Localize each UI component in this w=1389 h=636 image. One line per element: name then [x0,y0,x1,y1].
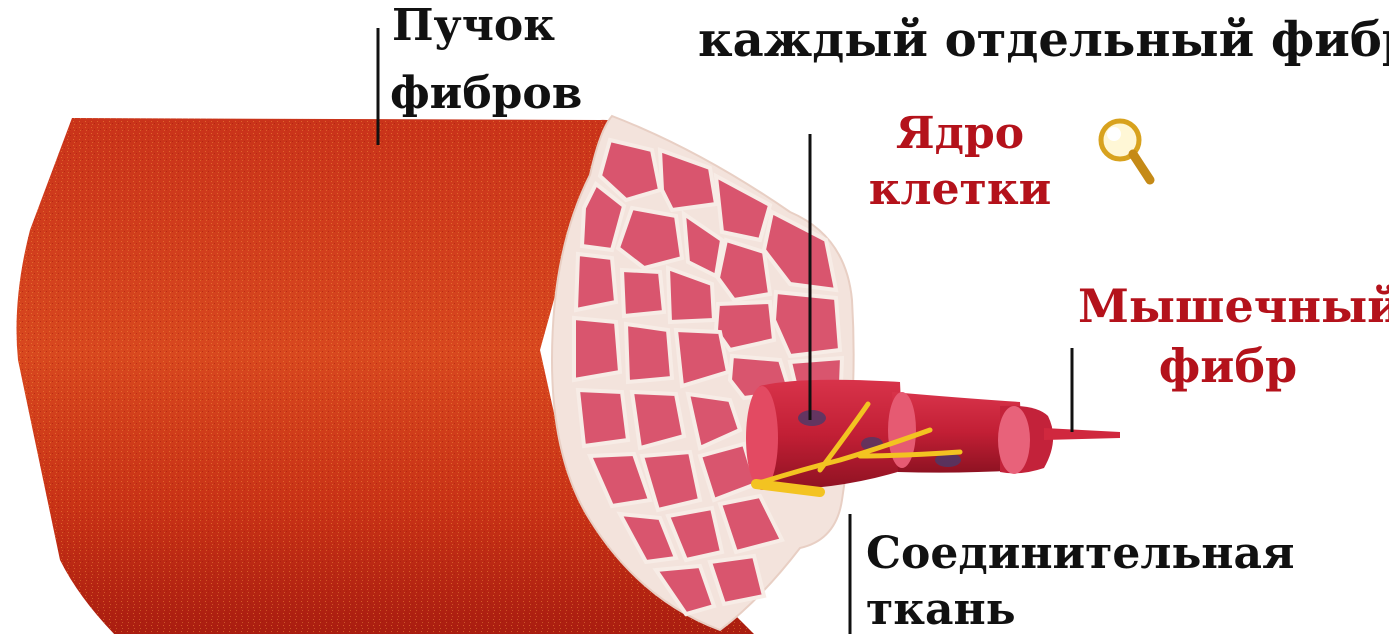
label-nucleus-line2: клетки [860,164,1060,216]
label-tissue-line2: ткань [866,584,1016,636]
magnifier-icon[interactable] [1096,116,1156,188]
label-fiber-line1: Мышечный [1078,280,1389,332]
label-fiber-line2: фибр [1078,340,1378,392]
label-tissue-line1: Соединительная [866,528,1295,580]
top-caption-partial: каждый отдельный фибр. [698,14,1389,66]
muscle-fiber-group [746,380,1120,492]
label-nucleus-line1: Ядро [860,108,1060,160]
label-bundle-line2: фибров [390,68,582,120]
label-bundle-line1: Пучок [392,0,572,52]
